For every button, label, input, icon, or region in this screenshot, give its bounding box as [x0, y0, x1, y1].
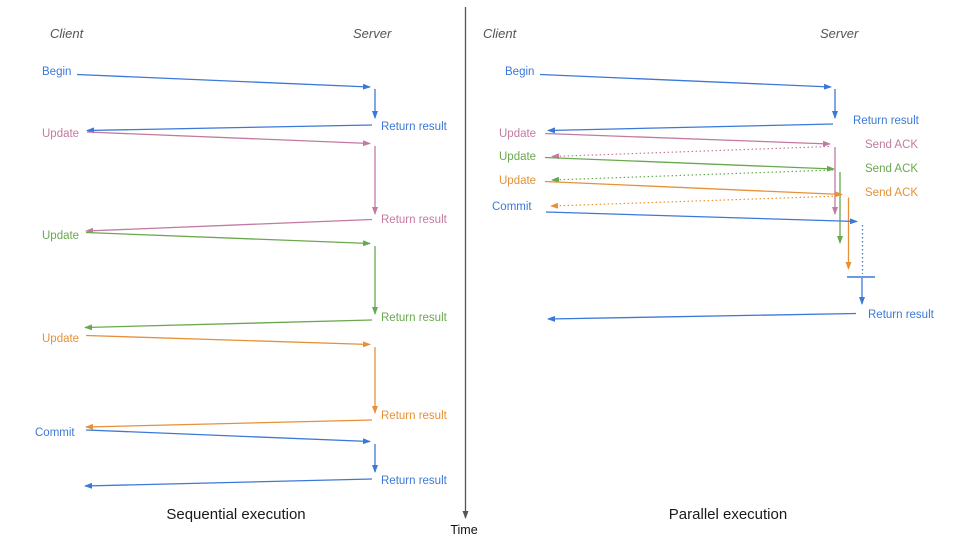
request-label: Update	[499, 151, 536, 163]
response-arrow	[547, 312, 857, 322]
response-label: Return result	[853, 115, 920, 127]
request-arrow	[85, 429, 371, 445]
time-axis-label: Time	[450, 523, 477, 537]
request-arrow	[544, 132, 831, 147]
parallel-caption: Parallel execution	[669, 506, 787, 523]
parallel-message-commit: Commit Return result	[492, 201, 935, 322]
sequential-message-update2: Update Return result	[42, 230, 448, 331]
request-arrow	[545, 211, 858, 225]
sequential-message-update3: Update Return result	[42, 333, 448, 430]
sequential-message-begin: Begin Return result	[42, 66, 448, 134]
parallel-message-begin: Begin Return result	[505, 66, 920, 134]
response-arrow	[84, 478, 373, 489]
response-arrow	[85, 419, 373, 430]
sequential-message-commit: Commit Return result	[35, 427, 448, 489]
response-arrow	[547, 123, 834, 134]
sequential-diagram: Client Server Begin Return result Update…	[35, 26, 448, 523]
parallel-message-update2: Update Send ACK	[499, 151, 918, 244]
response-label: Return result	[381, 214, 448, 226]
request-label: Update	[42, 230, 79, 242]
response-label: Return result	[381, 410, 448, 422]
ack-label: Send ACK	[865, 163, 918, 175]
request-label: Update	[42, 333, 79, 345]
response-arrow	[86, 124, 373, 134]
parallel-client-header: Client	[483, 26, 518, 41]
request-arrow	[85, 334, 371, 348]
sequential-client-header: Client	[50, 26, 85, 41]
request-label: Update	[499, 128, 536, 140]
response-label: Return result	[381, 475, 448, 487]
request-label: Begin	[42, 66, 71, 78]
request-arrow	[544, 180, 843, 198]
request-arrow	[85, 231, 371, 247]
request-label: Update	[42, 128, 79, 140]
response-label: Return result	[868, 309, 935, 321]
parallel-message-update3: Update Send ACK	[499, 175, 918, 270]
ack-arrow-dotted	[551, 169, 834, 183]
response-arrow	[85, 218, 373, 234]
request-label: Commit	[35, 427, 75, 439]
ack-label: Send ACK	[865, 187, 918, 199]
sequential-server-header: Server	[353, 26, 392, 41]
request-arrow	[86, 131, 371, 147]
parallel-message-update1: Update Send ACK	[499, 128, 918, 215]
time-axis: Time	[450, 7, 478, 537]
request-label: Commit	[492, 201, 532, 213]
ack-arrow-dotted	[550, 195, 842, 209]
request-arrow	[544, 156, 835, 172]
request-arrow	[539, 73, 832, 90]
ack-label: Send ACK	[865, 139, 918, 151]
request-label: Begin	[505, 66, 534, 78]
request-label: Update	[499, 175, 536, 187]
sequential-caption: Sequential execution	[166, 506, 305, 523]
response-label: Return result	[381, 121, 448, 133]
ack-arrow-dotted	[551, 145, 830, 160]
response-label: Return result	[381, 312, 448, 324]
request-arrow	[76, 73, 371, 90]
parallel-server-header: Server	[820, 26, 859, 41]
sequential-message-update1: Update Return result	[42, 128, 448, 234]
parallel-diagram: Client Server Begin Return result Update…	[483, 26, 935, 523]
response-arrow	[84, 319, 373, 331]
